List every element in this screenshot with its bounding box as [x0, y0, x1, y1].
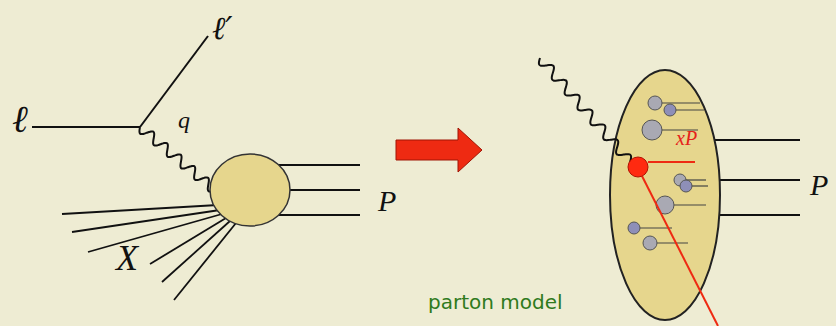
lepton-line	[32, 126, 140, 128]
struck-parton-track	[642, 176, 718, 326]
final-state-label: X	[116, 240, 138, 276]
caption-label: parton model	[428, 292, 563, 312]
struck-parton-line	[648, 161, 695, 163]
struck-parton	[628, 157, 648, 177]
transition-arrow	[396, 128, 482, 172]
photon-line	[539, 58, 631, 162]
proton-label: P	[810, 170, 828, 200]
hadron-blob	[210, 154, 290, 226]
proton-lines	[714, 140, 800, 215]
proton-label: P	[378, 186, 396, 216]
momentum-fraction-label: xP	[676, 128, 697, 148]
hadron-lines	[62, 205, 236, 300]
lepton-label: ℓ′	[212, 12, 233, 44]
proton-ellipse	[610, 70, 720, 320]
lepton-line	[140, 36, 208, 127]
partons	[628, 96, 692, 250]
lepton-label: ℓ	[12, 100, 28, 138]
photon-label: q	[178, 108, 190, 132]
